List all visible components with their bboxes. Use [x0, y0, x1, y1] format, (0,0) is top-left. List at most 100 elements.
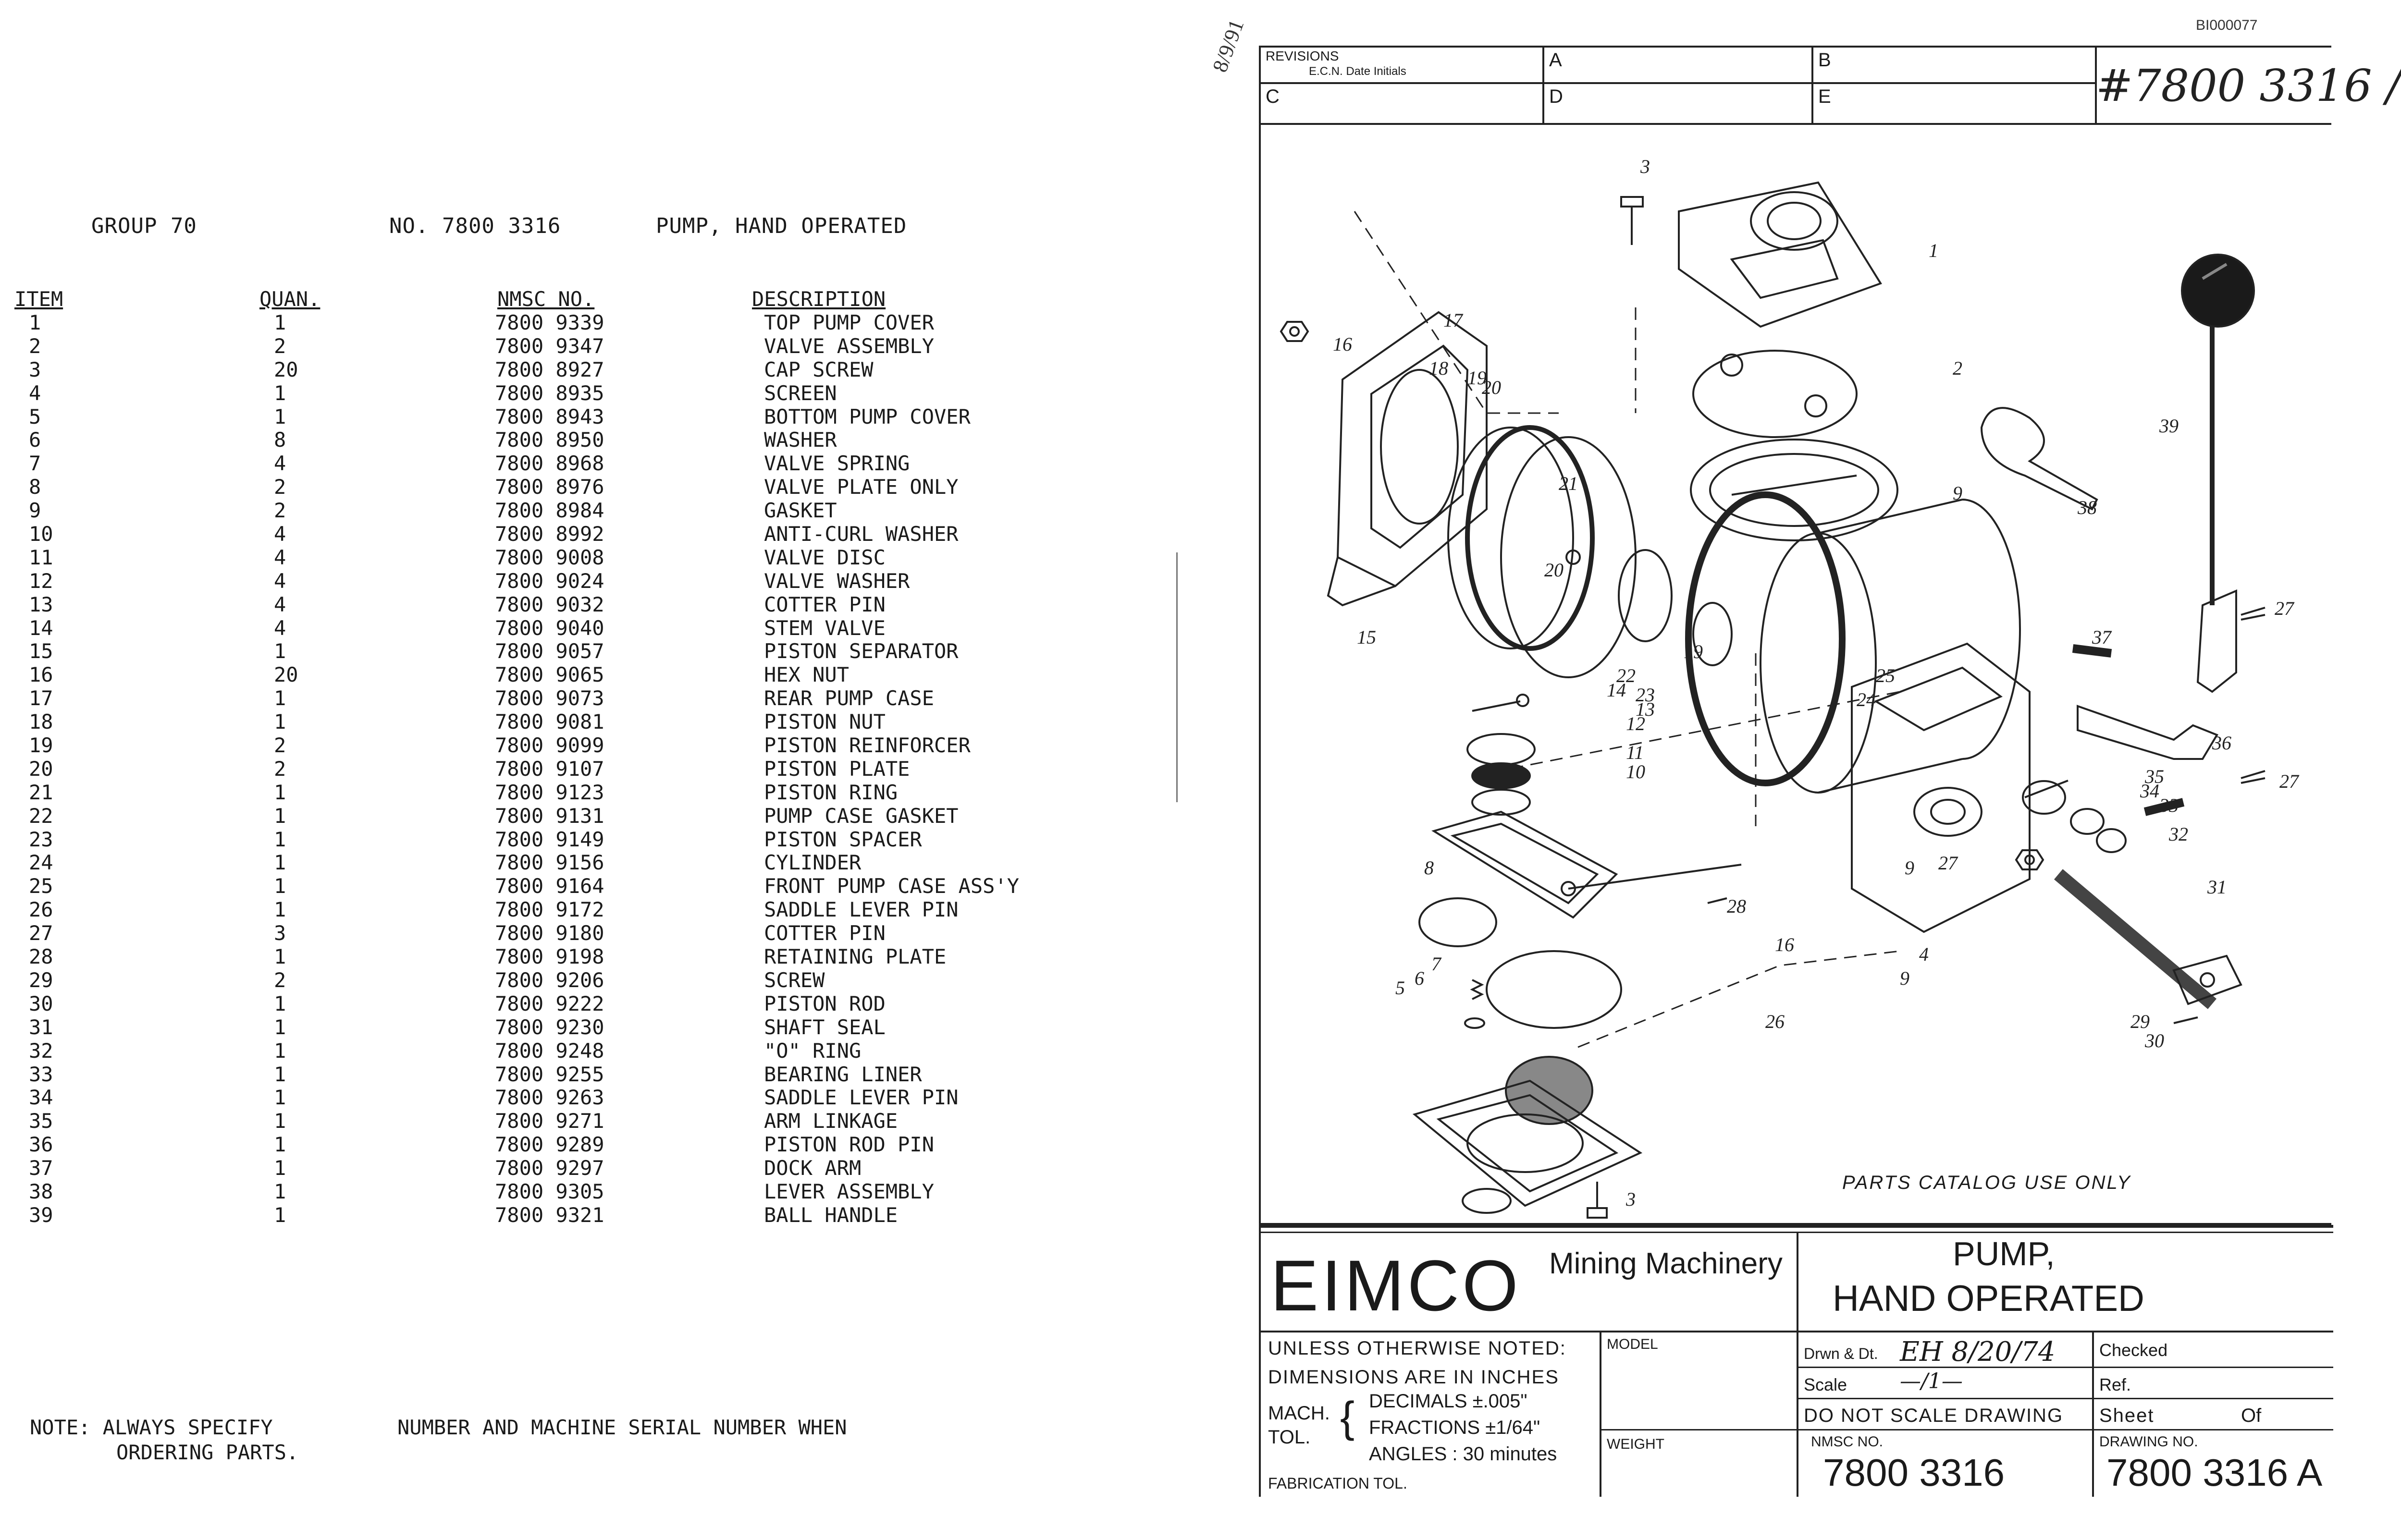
- table-cell-quan: 2: [274, 757, 286, 781]
- table-cell-item: 7: [29, 452, 41, 476]
- parts-catalog-note: PARTS CATALOG USE ONLY: [1842, 1172, 2131, 1193]
- revision-cell-d: D: [1544, 84, 1813, 125]
- table-cell-nmsc: 7800 8935: [495, 381, 604, 405]
- tolerance-mach-label: MACH.: [1268, 1403, 1330, 1424]
- table-cell-item: 13: [29, 592, 53, 616]
- table-cell-item: 22: [29, 804, 53, 828]
- document-id: BI000077: [2196, 17, 2258, 33]
- table-cell-quan: 2: [274, 968, 286, 992]
- revisions-block: REVISIONS E.C.N. Date Initials A B C D E: [1259, 46, 2331, 125]
- table-cell-item: 4: [29, 381, 41, 405]
- company-division: Mining Machinery: [1549, 1247, 1783, 1280]
- table-cell-item: 29: [29, 968, 53, 992]
- table-cell-item: 18: [29, 710, 53, 734]
- table-cell-item: 16: [29, 663, 53, 687]
- tolerance-decimals: DECIMALS ±.005": [1369, 1391, 1527, 1412]
- table-cell-nmsc: 7800 9230: [495, 1015, 604, 1039]
- valve-assembly-top: [1692, 350, 1858, 438]
- callout-19: 19: [1467, 367, 1487, 389]
- arm-linkage: [2077, 705, 2218, 760]
- table-cell-quan: 1: [274, 1109, 286, 1133]
- table-cell-desc: VALVE WASHER: [764, 569, 910, 593]
- table-cell-desc: GASKET: [764, 499, 837, 523]
- tolerance-fractions: FRACTIONS ±1/64": [1369, 1417, 1540, 1438]
- callout-27: 27: [2275, 598, 2295, 619]
- table-cell-quan: 1: [274, 1179, 286, 1203]
- table-cell-item: 38: [29, 1179, 53, 1203]
- tolerance-tol-label: TOL.: [1268, 1427, 1311, 1448]
- table-cell-item: 21: [29, 780, 53, 804]
- callout-25: 25: [1876, 665, 1895, 686]
- callout-17: 17: [1443, 309, 1464, 331]
- table-cell-nmsc: 7800 8950: [495, 428, 604, 452]
- valve-spring: [1470, 979, 1484, 1000]
- callout-16: 16: [1775, 934, 1794, 955]
- bottom-pump-cover-drawing: [1412, 1079, 1643, 1214]
- table-cell-quan: 4: [274, 452, 286, 476]
- table-cell-desc: VALVE DISC: [764, 545, 886, 569]
- table-cell-desc: COTTER PIN: [764, 592, 886, 616]
- callout-8: 8: [1424, 857, 1434, 879]
- assembly-number: NO. 7800 3316: [389, 214, 561, 238]
- table-cell-desc: BEARING LINER: [764, 1062, 922, 1086]
- table-cell-quan: 2: [274, 733, 286, 758]
- table-cell-nmsc: 7800 9347: [495, 334, 604, 358]
- table-cell-nmsc: 7800 8976: [495, 475, 604, 499]
- table-cell-item: 3: [29, 357, 41, 381]
- piston-plate: [1500, 436, 1637, 678]
- callout-15: 15: [1357, 626, 1376, 648]
- callout-3: 3: [1640, 156, 1650, 177]
- table-cell-desc: DOCK ARM: [764, 1156, 862, 1180]
- table-cell-item: 5: [29, 404, 41, 428]
- table-cell-desc: LEVER ASSEMBLY: [764, 1179, 935, 1203]
- table-cell-nmsc: 7800 9065: [495, 663, 604, 687]
- table-cell-desc: PISTON RING: [764, 780, 898, 804]
- table-cell-desc: STEM VALVE: [764, 616, 886, 640]
- table-cell-nmsc: 7800 9206: [495, 968, 604, 992]
- cylinder-drawing: [1760, 499, 2021, 794]
- table-cell-item: 37: [29, 1156, 53, 1180]
- table-cell-quan: 1: [274, 1203, 286, 1227]
- revisions-label: REVISIONS: [1266, 49, 1339, 63]
- column-header-nmsc-number: NMSC NO.: [497, 287, 595, 311]
- table-cell-quan: 1: [274, 874, 286, 898]
- table-cell-desc: VALVE SPRING: [764, 452, 910, 476]
- drawing-title-line-2: HAND OPERATED: [1833, 1278, 2144, 1319]
- callout-32: 32: [2168, 823, 2188, 845]
- screw: [2173, 1016, 2198, 1024]
- table-cell-nmsc: 7800 9107: [495, 757, 604, 781]
- callout-21: 21: [1559, 473, 1578, 494]
- callout-9: 9: [1953, 482, 1962, 504]
- table-cell-nmsc: 7800 9339: [495, 311, 604, 334]
- top-pump-cover-drawing: [1678, 181, 1882, 328]
- table-cell-nmsc: 7800 9248: [495, 1039, 604, 1063]
- callout-13: 13: [1636, 698, 1655, 720]
- weight-label: WEIGHT: [1607, 1436, 1664, 1452]
- table-cell-item: 26: [29, 898, 53, 922]
- table-cell-desc: RETAINING PLATE: [764, 945, 947, 969]
- table-cell-desc: ANTI-CURL WASHER: [764, 522, 959, 546]
- table-cell-desc: WASHER: [764, 428, 837, 452]
- table-cell-quan: 1: [274, 311, 286, 334]
- table-cell-desc: PUMP CASE GASKET: [764, 804, 959, 828]
- callout-1: 1: [1929, 240, 1938, 261]
- table-cell-item: 32: [29, 1039, 53, 1063]
- table-cell-quan: 4: [274, 616, 286, 640]
- cap-screw-top: [1620, 196, 1644, 245]
